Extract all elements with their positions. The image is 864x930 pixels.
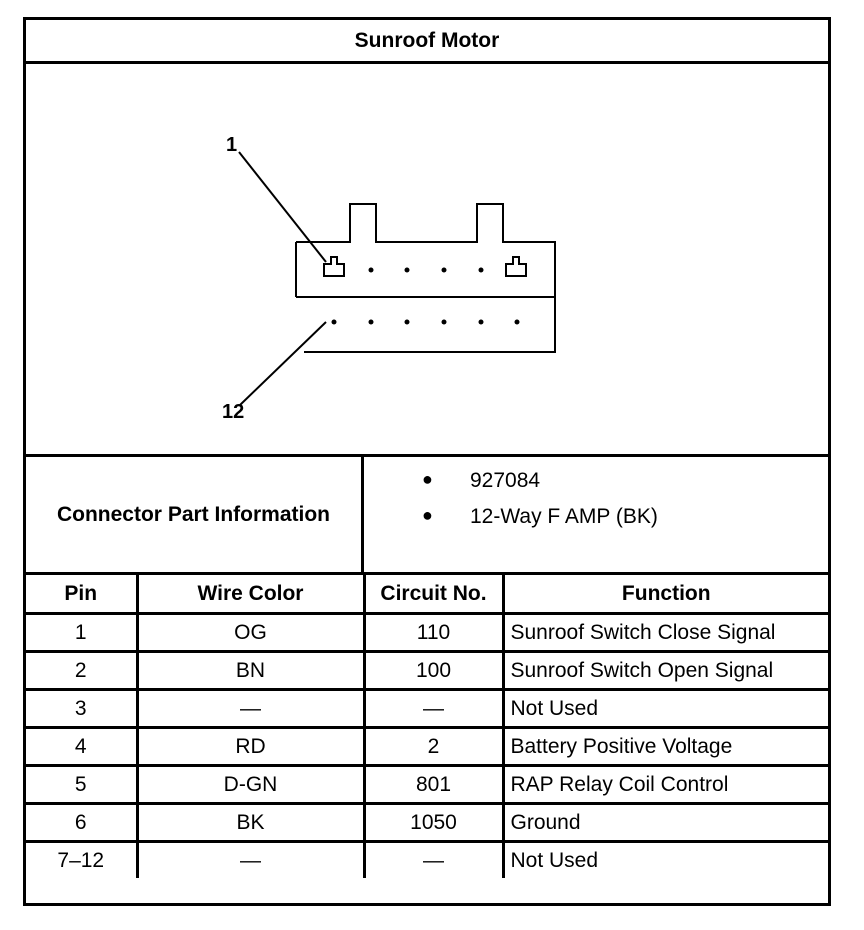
wire-color-cell: RD [135, 726, 366, 767]
connector-part-info-label: Connector Part Information [26, 457, 364, 572]
column-header-wire-color: Wire Color [135, 575, 366, 615]
column-header-function: Function [501, 575, 828, 615]
wire-color-cell: OG [135, 612, 366, 653]
circuit-cell: 801 [362, 764, 505, 805]
function-cell: Battery Positive Voltage [501, 726, 828, 767]
table-row: 7–12 — — Not Used [26, 840, 828, 878]
connector-sheet: Sunroof Motor [23, 17, 831, 906]
pin-dot [404, 267, 410, 273]
pin-dot [368, 267, 374, 273]
circuit-cell: — [362, 840, 505, 878]
connector-body-outline [296, 203, 556, 353]
column-header-pin: Pin [26, 575, 139, 615]
wire-color-cell: BN [135, 650, 366, 691]
column-header-circuit-no: Circuit No. [362, 575, 505, 615]
table-row: 1 OG 110 Sunroof Switch Close Signal [26, 612, 828, 653]
pinout-table: Pin Wire Color Circuit No. Function 1 OG… [26, 575, 828, 878]
function-cell: Not Used [501, 688, 828, 729]
connector-diagram: 1 12 [26, 64, 828, 457]
pin-cell: 3 [26, 688, 139, 729]
wire-color-cell: — [135, 688, 366, 729]
pin-cell: 4 [26, 726, 139, 767]
pin-cell: 2 [26, 650, 139, 691]
connector-part-info: Connector Part Information ● 927084 ● 12… [26, 457, 828, 575]
leader-line-pin-12 [239, 321, 327, 406]
connector-part-info-list: ● 927084 ● 12-Way F AMP (BK) [364, 457, 828, 572]
pin-cell: 7–12 [26, 840, 139, 878]
circuit-cell: 110 [362, 612, 505, 653]
pin-cell: 6 [26, 802, 139, 843]
bullet-icon: ● [422, 505, 433, 525]
pin-cell: 5 [26, 764, 139, 805]
pin-dot [478, 267, 484, 273]
part-number: 927084 [470, 469, 541, 492]
table-row: 5 D-GN 801 RAP Relay Coil Control [26, 764, 828, 805]
wire-color-cell: BK [135, 802, 366, 843]
pin-dot [478, 319, 484, 325]
pin-dot [441, 267, 447, 273]
function-cell: Not Used [501, 840, 828, 878]
terminal-key-right [505, 256, 527, 277]
pin-dot [368, 319, 374, 325]
function-cell: Sunroof Switch Open Signal [501, 650, 828, 691]
pin-cell: 1 [26, 612, 139, 653]
function-cell: Sunroof Switch Close Signal [501, 612, 828, 653]
callout-pin-12: 12 [222, 401, 245, 423]
circuit-cell: 2 [362, 726, 505, 767]
table-row: 2 BN 100 Sunroof Switch Open Signal [26, 650, 828, 691]
callout-pin-1: 1 [226, 134, 238, 156]
pin-dot [441, 319, 447, 325]
bullet-icon: ● [422, 469, 433, 489]
table-row: 3 — — Not Used [26, 688, 828, 729]
circuit-cell: 1050 [362, 802, 505, 843]
circuit-cell: — [362, 688, 505, 729]
sheet-title: Sunroof Motor [26, 20, 828, 64]
leader-line-pin-1 [238, 151, 327, 263]
connector-description: 12-Way F AMP (BK) [470, 505, 658, 528]
circuit-cell: 100 [362, 650, 505, 691]
table-row: 6 BK 1050 Ground [26, 802, 828, 843]
table-header-row: Pin Wire Color Circuit No. Function [26, 575, 828, 615]
pin-dot [331, 319, 337, 325]
table-row: 4 RD 2 Battery Positive Voltage [26, 726, 828, 767]
terminal-key-left [323, 256, 345, 277]
function-cell: Ground [501, 802, 828, 843]
connector-drawing [238, 151, 556, 406]
function-cell: RAP Relay Coil Control [501, 764, 828, 805]
wire-color-cell: — [135, 840, 366, 878]
pin-dot [404, 319, 410, 325]
wire-color-cell: D-GN [135, 764, 366, 805]
pin-dot [514, 319, 520, 325]
